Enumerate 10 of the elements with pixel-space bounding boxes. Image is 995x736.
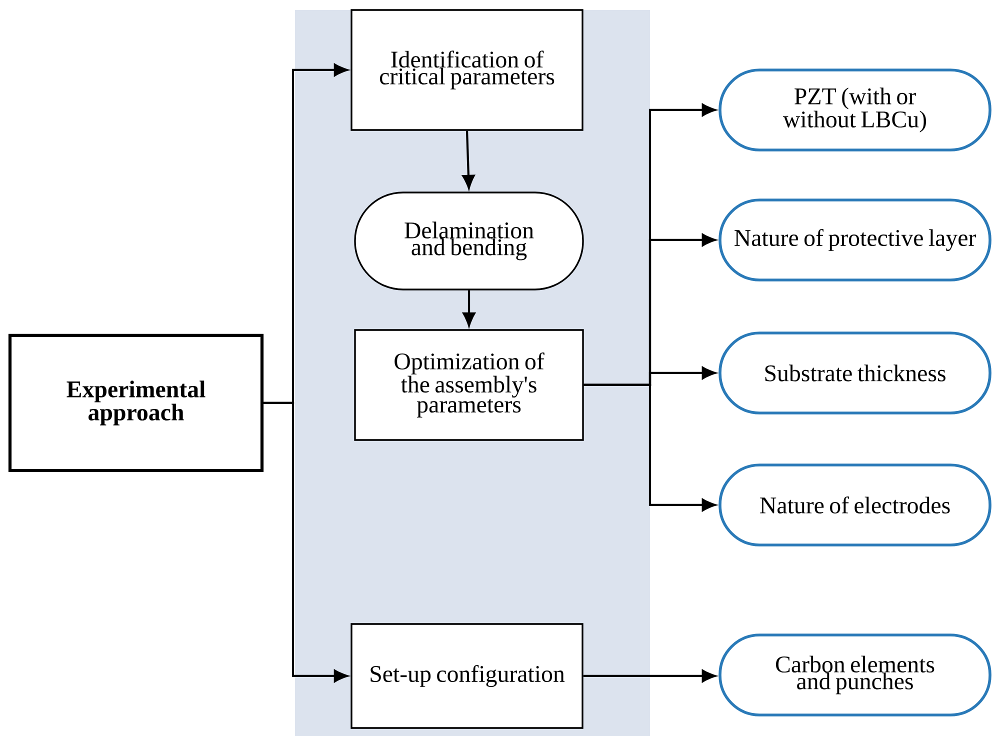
approach-box: Experimental approach	[8, 334, 264, 472]
arrow	[462, 290, 476, 326]
process-box: Optimization of the assembly's parameters	[354, 329, 584, 441]
arrow	[462, 130, 475, 189]
arrow	[583, 670, 716, 682]
arrow	[264, 402, 348, 682]
rounded-box: Delamination and bending	[354, 192, 584, 290]
process-box: Set-up configuration	[350, 623, 584, 729]
arrow	[584, 384, 716, 512]
process-box: Identification of critical parameters	[350, 9, 584, 131]
